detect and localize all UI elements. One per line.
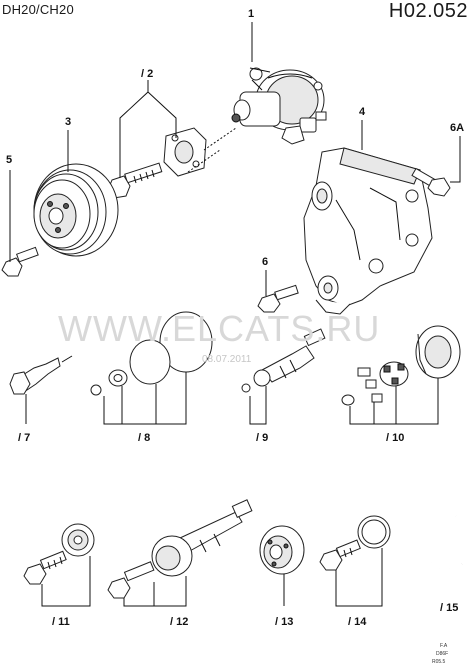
callout-3[interactable]: 3 xyxy=(65,116,72,128)
power-steering-pump[interactable] xyxy=(231,67,327,145)
leader-line-8 xyxy=(103,372,187,425)
callout-14[interactable]: / 14 xyxy=(348,616,367,628)
screw-ring-14[interactable] xyxy=(319,515,391,571)
snap-ring-15[interactable] xyxy=(422,514,463,570)
callout-5[interactable]: 5 xyxy=(6,154,13,166)
bolt-5[interactable] xyxy=(1,246,39,277)
watermark-date: 08.07.2011 xyxy=(202,354,252,365)
leader-line-11 xyxy=(41,556,91,607)
drive-shaft-12[interactable] xyxy=(107,499,253,599)
callout-1[interactable]: 1 xyxy=(248,8,255,20)
callout-9[interactable]: / 9 xyxy=(256,432,269,444)
leader-line-6a xyxy=(450,136,461,183)
pulley-3[interactable] xyxy=(33,163,119,257)
callout-12[interactable]: / 12 xyxy=(170,616,189,628)
leader-line-9 xyxy=(249,386,267,425)
callout-13[interactable]: / 13 xyxy=(275,616,294,628)
bolt-6[interactable] xyxy=(257,284,299,313)
support-bracket-4[interactable] xyxy=(303,147,433,315)
bearing-13[interactable] xyxy=(259,525,305,575)
callout-2[interactable]: / 2 xyxy=(141,68,154,80)
footer-code-line-2: D86F xyxy=(436,651,449,657)
leader-line-2 xyxy=(119,80,177,178)
callout-7[interactable]: / 7 xyxy=(18,432,31,444)
callout-6[interactable]: 6 xyxy=(262,256,269,268)
diagram-code: H02.052 xyxy=(388,0,468,22)
mounting-bracket-2[interactable] xyxy=(163,127,207,177)
union-fitting-9[interactable] xyxy=(241,328,326,393)
watermark-site: WWW.ELCATS.RU xyxy=(58,308,381,349)
callout-10[interactable]: / 10 xyxy=(386,432,405,444)
gasket-set-8[interactable] xyxy=(90,311,213,396)
callout-4[interactable]: 4 xyxy=(359,106,366,118)
leader-line-14 xyxy=(335,548,383,607)
leader-line-12 xyxy=(123,576,187,607)
callout-6a[interactable]: 6A xyxy=(450,122,465,134)
callout-15[interactable]: / 15 xyxy=(440,602,459,614)
footer-code-line-1: F.A xyxy=(440,643,448,649)
leader-line-10 xyxy=(349,378,439,425)
callout-8[interactable]: / 8 xyxy=(138,432,151,444)
fitting-7[interactable] xyxy=(9,355,73,395)
model-code: DH20/CH20 xyxy=(2,2,74,17)
callout-11[interactable]: / 11 xyxy=(52,616,70,628)
footer-code-line-3: R05.5 xyxy=(432,659,446,665)
bolt-2[interactable] xyxy=(107,162,163,199)
bolt-6a[interactable] xyxy=(411,167,451,197)
screw-seal-11[interactable] xyxy=(23,523,95,585)
